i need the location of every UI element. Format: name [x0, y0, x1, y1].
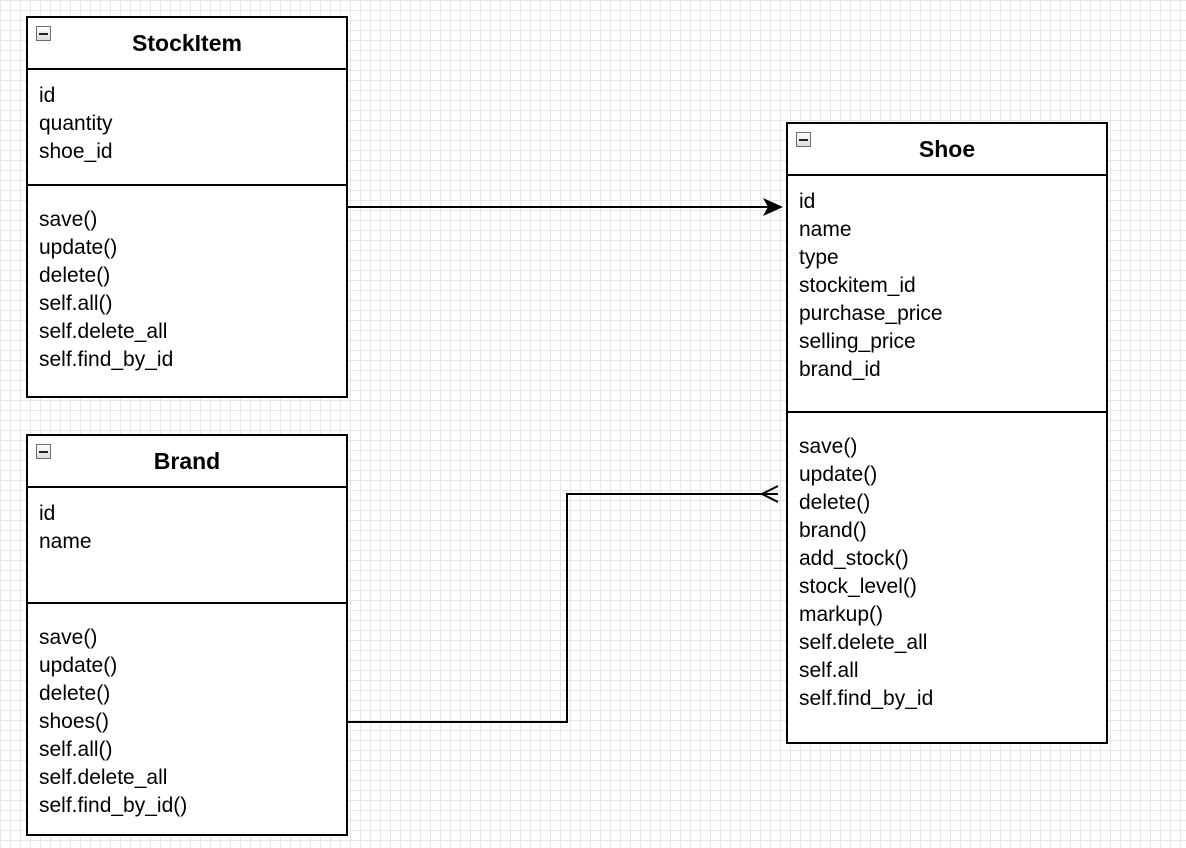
connector-brand-to-shoe[interactable] — [347, 485, 779, 723]
method: self.find_by_id() — [39, 794, 188, 817]
method: update() — [39, 654, 118, 677]
class-stockitem-methods: save() update() delete() self.all() self… — [28, 186, 346, 374]
class-brand-name: Brand — [153, 447, 221, 474]
connector-stockitem-to-shoe[interactable] — [347, 198, 783, 216]
attribute: quantity — [39, 112, 113, 135]
attribute: id — [39, 84, 56, 107]
method: delete() — [39, 682, 111, 705]
attribute: brand_id — [799, 358, 881, 381]
class-stockitem[interactable]: StockItem id quantity shoe_id save() upd… — [26, 16, 348, 398]
class-brand[interactable]: Brand id name save() update() delete() s… — [26, 434, 348, 836]
method: shoes() — [39, 710, 110, 733]
collapse-icon[interactable] — [36, 26, 51, 41]
class-shoe[interactable]: Shoe id name type stockitem_id purchase_… — [786, 122, 1108, 744]
method: self.all — [799, 659, 859, 682]
method: update() — [39, 236, 118, 259]
method: brand() — [799, 519, 867, 542]
class-shoe-header[interactable]: Shoe — [788, 124, 1106, 176]
collapse-icon[interactable] — [796, 132, 811, 147]
attribute: type — [799, 246, 839, 269]
method: update() — [799, 463, 878, 486]
arrowhead-icon — [763, 198, 783, 216]
class-brand-header[interactable]: Brand — [28, 436, 346, 488]
class-stockitem-header[interactable]: StockItem — [28, 18, 346, 70]
class-brand-methods: save() update() delete() shoes() self.al… — [28, 604, 346, 820]
class-stockitem-attributes: id quantity shoe_id — [28, 70, 346, 186]
method: delete() — [39, 264, 111, 287]
class-shoe-attributes: id name type stockitem_id purchase_price… — [788, 176, 1106, 413]
class-brand-attributes: id name — [28, 488, 346, 604]
method: self.delete_all — [799, 631, 928, 654]
class-shoe-name: Shoe — [918, 135, 976, 162]
method: markup() — [799, 603, 884, 626]
method: stock_level() — [799, 575, 917, 598]
method: self.find_by_id — [39, 348, 174, 371]
method: save() — [39, 626, 98, 649]
attribute: stockitem_id — [799, 274, 916, 297]
method: save() — [39, 208, 98, 231]
method: self.all() — [39, 738, 113, 761]
method: save() — [799, 435, 858, 458]
class-shoe-methods: save() update() delete() brand() add_sto… — [788, 413, 1106, 713]
method: self.delete_all — [39, 766, 168, 789]
attribute: selling_price — [799, 330, 916, 353]
crows-foot-icon — [759, 485, 779, 503]
method: delete() — [799, 491, 871, 514]
attribute: id — [799, 190, 816, 213]
attribute: name — [799, 218, 852, 241]
attribute: name — [39, 530, 92, 553]
method: self.delete_all — [39, 320, 168, 343]
method: add_stock() — [799, 547, 909, 570]
attribute: shoe_id — [39, 140, 113, 163]
method: self.find_by_id — [799, 687, 934, 710]
class-stockitem-name: StockItem — [132, 29, 242, 56]
method: self.all() — [39, 292, 113, 315]
collapse-icon[interactable] — [36, 444, 51, 459]
attribute: id — [39, 502, 56, 525]
attribute: purchase_price — [799, 302, 943, 325]
